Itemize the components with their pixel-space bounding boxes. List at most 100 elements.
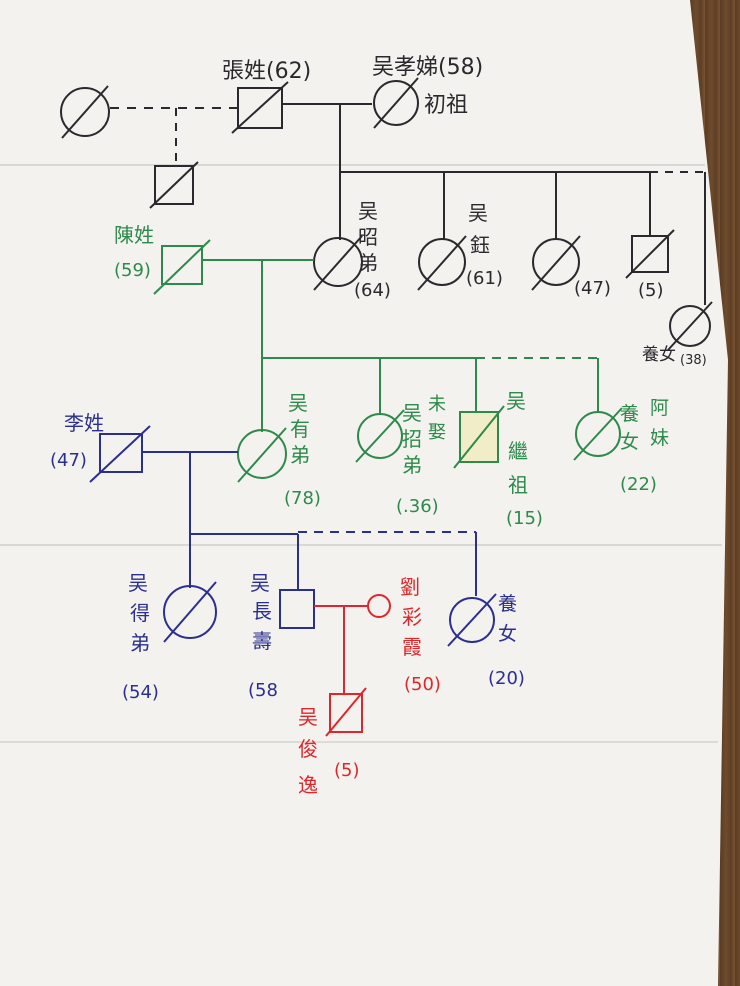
deceased-mark bbox=[153, 239, 211, 295]
label-wu-yu: 鈺 bbox=[470, 233, 490, 257]
labels-green: 陳姓 (59) 吴 有 弟 (78) 吴 招 弟 未 娶 (.36) 吴 繼 祖… bbox=[114, 223, 669, 529]
label-wu-zhaodi-age: (64) bbox=[354, 280, 391, 301]
label-wu-dedi: 吴 bbox=[128, 571, 148, 595]
deceased-mark bbox=[89, 425, 151, 483]
label-wu-jizu: 吴 bbox=[506, 389, 526, 413]
label-wu-zhaodi2: 招 bbox=[402, 427, 422, 451]
label-yangnu-20-age: (20) bbox=[488, 668, 525, 689]
label-weiqu: 娶 bbox=[428, 422, 446, 443]
male-zhang bbox=[237, 87, 283, 129]
label-wu-jizu: 祖 bbox=[508, 473, 528, 497]
label-age-5: (5) bbox=[638, 280, 664, 301]
label-yangnu-38: 養女 bbox=[642, 345, 676, 365]
label-wu-xiaodi: 吴孝娣(58) bbox=[372, 55, 483, 80]
deceased-mark bbox=[313, 235, 363, 291]
label-wu-zhaodi2: 吴 bbox=[402, 401, 422, 425]
generation-2 bbox=[153, 239, 623, 483]
male-chen bbox=[161, 245, 203, 285]
deceased-mark bbox=[231, 81, 289, 134]
female-wu-zhaodi-unmarried bbox=[357, 413, 403, 459]
deceased-mark bbox=[163, 581, 217, 643]
labels-black: 張姓(62) 吴孝娣(58) 初祖 吴 昭 弟 (64) 吴 鈺 (61) (4… bbox=[222, 55, 707, 368]
male-5 bbox=[631, 235, 669, 273]
deceased-mark bbox=[453, 405, 505, 469]
label-wu-zhaodi2: 弟 bbox=[402, 453, 422, 477]
labels-red: 劉 彩 霞 (50) 吴 俊 逸 (5) bbox=[298, 575, 441, 797]
label-yangnu-22-age: (22) bbox=[620, 474, 657, 495]
label-wu-dedi: 得 bbox=[130, 601, 150, 625]
label-chen-age: (59) bbox=[114, 260, 151, 281]
label-age-47: (47) bbox=[574, 278, 611, 299]
deceased-mark bbox=[61, 85, 109, 139]
female-wu-youdi bbox=[237, 429, 287, 479]
generation-1 bbox=[60, 77, 713, 351]
male-wu-changshou bbox=[279, 589, 315, 629]
label-wu-youdi: 吴 bbox=[288, 391, 308, 415]
label-li: 李姓 bbox=[64, 411, 104, 435]
label-wu-junyi-age: (5) bbox=[334, 760, 360, 781]
deceased-mark bbox=[417, 235, 467, 291]
label-chuzu: 初祖 bbox=[424, 93, 468, 118]
deceased-mark bbox=[447, 593, 497, 647]
label-wu-yu: 吴 bbox=[468, 201, 488, 225]
label-wu-zhaodi: 昭 bbox=[358, 225, 378, 249]
label-amei: 妹 bbox=[650, 427, 669, 449]
female-wu-yu bbox=[418, 238, 466, 286]
label-liu: 霞 bbox=[402, 635, 422, 659]
labels-blue: 李姓 (47) 吴 得 弟 (54) 吴 長 壽 (58 養 女 (20) bbox=[50, 411, 525, 703]
label-wu-junyi: 俊 bbox=[298, 737, 318, 761]
deceased-mark bbox=[625, 229, 675, 279]
label-wu-dedi: 弟 bbox=[130, 631, 150, 655]
label-yangnu-22: 女 bbox=[620, 431, 639, 453]
label-wu-jizu: 繼 bbox=[508, 439, 528, 463]
female-wu-xiaodi bbox=[373, 80, 419, 126]
female-adopted-20 bbox=[449, 597, 495, 643]
label-yangnu-38-age: (38) bbox=[680, 353, 707, 368]
deceased-mark bbox=[667, 301, 713, 351]
female-deceased-unknown bbox=[60, 87, 110, 137]
label-li-age: (47) bbox=[50, 450, 87, 471]
label-liu: 劉 bbox=[400, 575, 420, 599]
label-wu-junyi: 吴 bbox=[298, 705, 318, 729]
female-adopted-38 bbox=[669, 305, 711, 347]
deceased-mark bbox=[237, 427, 287, 483]
label-zhang: 張姓(62) bbox=[222, 59, 311, 84]
deceased-mark bbox=[573, 407, 623, 461]
male-deceased-child bbox=[154, 165, 194, 205]
label-wu-changshou-age: (58 bbox=[248, 680, 278, 701]
label-wu-changshou: 壽 bbox=[252, 629, 272, 653]
deceased-mark bbox=[325, 687, 367, 737]
label-wu-zhaodi: 吴 bbox=[358, 199, 378, 223]
deceased-mark bbox=[149, 161, 199, 209]
label-wu-changshou: 吴 bbox=[250, 571, 270, 595]
deceased-mark bbox=[373, 77, 419, 129]
label-wu-yu-age: (61) bbox=[466, 268, 503, 289]
female-47 bbox=[532, 238, 580, 286]
label-wu-changshou: 長 bbox=[252, 599, 272, 623]
label-wu-zhaodi: 弟 bbox=[358, 251, 378, 275]
label-wu-jizu-age: (15) bbox=[506, 508, 543, 529]
deceased-mark bbox=[355, 409, 405, 463]
label-amei: 阿 bbox=[650, 397, 669, 419]
label-chen: 陳姓 bbox=[114, 223, 154, 247]
female-wu-zhaodi bbox=[313, 237, 363, 287]
label-yangnu-20: 養 bbox=[498, 593, 517, 615]
label-wu-dedi-age: (54) bbox=[122, 682, 159, 703]
label-wu-junyi: 逸 bbox=[298, 773, 318, 797]
female-wu-dedi bbox=[163, 585, 217, 639]
generation-4 bbox=[314, 594, 391, 737]
label-liu: 彩 bbox=[402, 605, 422, 629]
label-yangnu-20: 女 bbox=[498, 623, 517, 645]
label-wu-youdi-age: (78) bbox=[284, 488, 321, 509]
label-wu-youdi: 弟 bbox=[290, 443, 310, 467]
label-wu-youdi: 有 bbox=[290, 417, 310, 441]
female-adopted-22 bbox=[575, 411, 621, 457]
label-yangnu-22: 養 bbox=[620, 403, 639, 425]
deceased-mark bbox=[531, 235, 581, 291]
male-wu-junyi bbox=[329, 693, 363, 733]
generation-3 bbox=[89, 425, 497, 647]
label-liu-age: (50) bbox=[404, 674, 441, 695]
label-wu-zhaodi2-age: (.36) bbox=[396, 496, 439, 517]
